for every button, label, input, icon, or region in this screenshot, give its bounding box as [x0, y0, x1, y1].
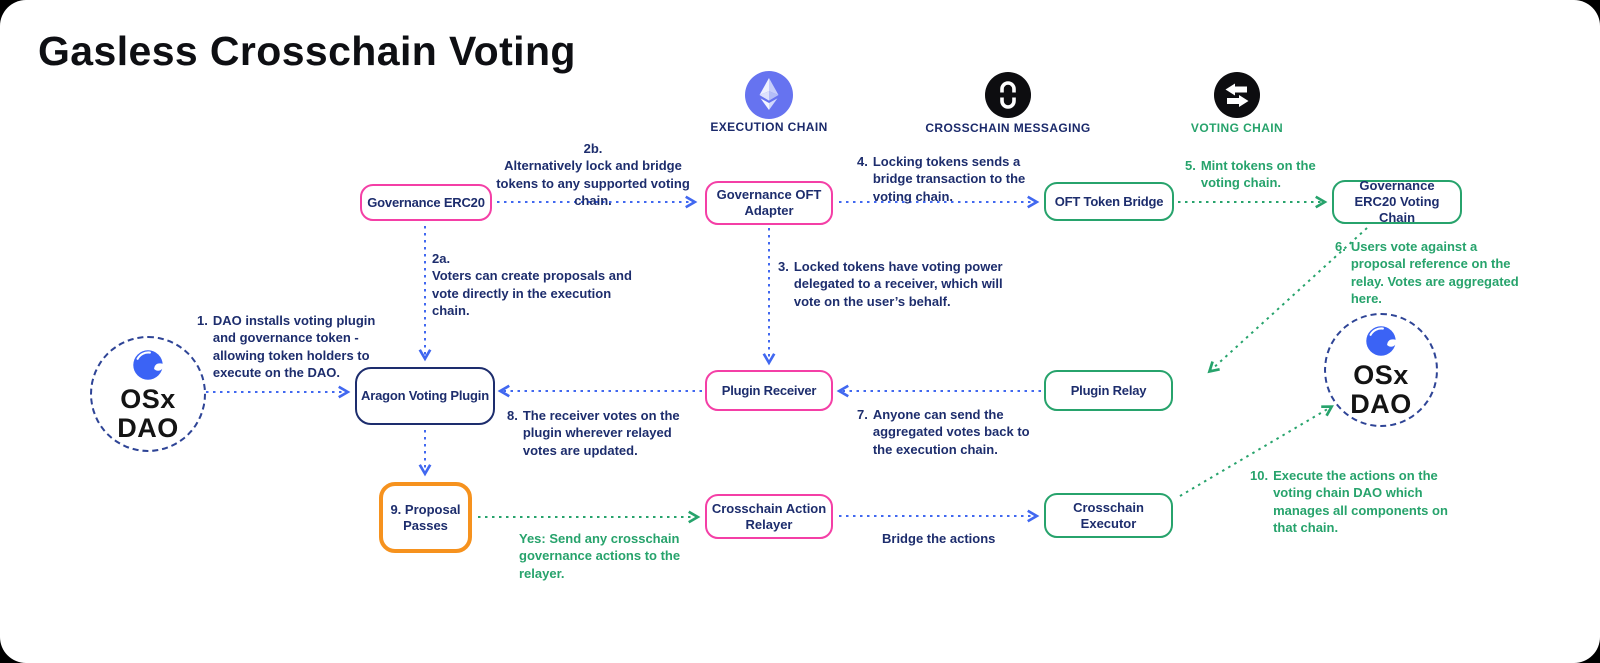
legend-voting-chain: VOTING CHAIN — [1190, 121, 1284, 135]
ethereum-icon — [745, 71, 793, 124]
annotation-8: 8. The receiver votes on the plugin wher… — [507, 408, 680, 458]
annotation-5: 5. Mint tokens on the voting chain. — [1185, 158, 1316, 191]
annotation-yes-branch: Yes: Send any crosschain governance acti… — [519, 531, 681, 581]
annotation-2b: 2b. Alternatively lock and bridge tokens… — [496, 141, 690, 208]
annotation-2a: 2a. Voters can create proposals and vote… — [432, 251, 632, 318]
annotation-4: 4. Locking tokens sends a bridge transac… — [857, 154, 1026, 204]
swap-arrows-icon — [1214, 72, 1260, 123]
dao-right-line2: DAO — [1350, 389, 1412, 419]
dao-left-line1: OSx — [120, 383, 176, 414]
annotation-bridge-actions: Bridge the actions — [882, 531, 996, 546]
node-crosschain-executor: Crosschain Executor — [1044, 493, 1173, 538]
aragon-logo-icon — [1366, 326, 1397, 356]
annotation-10: 10. Execute the actions on the voting ch… — [1250, 468, 1448, 535]
dao-circle-right: OSx DAO — [1324, 313, 1438, 427]
node-plugin-relay: Plugin Relay — [1044, 370, 1173, 411]
dao-circle-left: OSx DAO — [90, 336, 206, 452]
node-plugin-receiver: Plugin Receiver — [705, 370, 833, 411]
chain-link-icon — [985, 72, 1031, 123]
node-crosschain-action-relayer: Crosschain Action Relayer — [705, 494, 833, 539]
aragon-logo-icon — [133, 350, 164, 380]
dao-left-line2: DAO — [117, 413, 179, 443]
legend-crosschain-messaging: CROSSCHAIN MESSAGING — [925, 121, 1091, 135]
node-governance-erc20: Governance ERC20 — [360, 184, 492, 221]
annotation-1: 1. DAO installs voting plugin and govern… — [197, 313, 376, 380]
annotation-7: 7. Anyone can send the aggregated votes … — [857, 407, 1030, 457]
legend-execution-chain: EXECUTION CHAIN — [710, 120, 828, 134]
node-governance-oft-adapter: Governance OFT Adapter — [705, 181, 833, 225]
annotation-6: 6. Users vote against a proposal referen… — [1335, 239, 1519, 306]
node-aragon-voting-plugin: Aragon Voting Plugin — [355, 367, 495, 425]
page-title: Gasless Crosschain Voting — [38, 28, 576, 74]
node-proposal-passes: 9. Proposal Passes — [379, 482, 472, 553]
annotation-3: 3. Locked tokens have voting power deleg… — [778, 259, 1003, 309]
dao-right-line1: OSx — [1353, 359, 1409, 390]
node-governance-erc20-voting-chain: Governance ERC20 Voting Chain — [1332, 178, 1462, 225]
node-oft-token-bridge: OFT Token Bridge — [1044, 182, 1174, 221]
